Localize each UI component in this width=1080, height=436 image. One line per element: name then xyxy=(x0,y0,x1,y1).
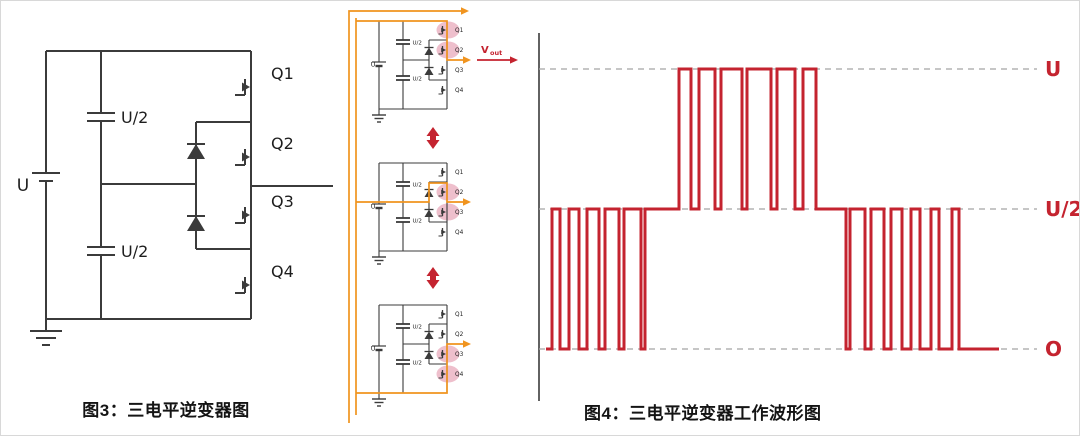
figure3-caption: 图3：三电平逆变器图 xyxy=(82,401,250,420)
svg-text:Q2: Q2 xyxy=(455,332,464,338)
figure4-switching-states-panel: Q1Q2Q3Q4UU/2U/2Q1Q2Q3Q4UU/2U/2Q1Q2Q3Q4UU… xyxy=(348,7,518,423)
state-transfer-arrow-2 xyxy=(426,267,440,289)
svg-text:U: U xyxy=(371,203,376,211)
svg-text:Q1: Q1 xyxy=(455,170,464,176)
mosfet-q2 xyxy=(234,138,252,176)
capacitor-2-label: U/2 xyxy=(121,242,148,261)
svg-text:Q4: Q4 xyxy=(455,88,464,94)
orange-arrowhead xyxy=(461,7,469,15)
svg-text:U/2: U/2 xyxy=(413,77,422,83)
orange-arrowhead xyxy=(463,56,471,64)
svg-text:U/2: U/2 xyxy=(413,183,422,189)
q4-label: Q4 xyxy=(271,262,294,281)
svg-text:Q1: Q1 xyxy=(455,28,464,34)
mosfet-q4 xyxy=(234,266,252,304)
svg-text:Q3: Q3 xyxy=(455,352,464,358)
svg-text:U/2: U/2 xyxy=(413,325,422,331)
orange-arrowhead xyxy=(463,340,471,348)
svg-text:U/2: U/2 xyxy=(413,219,422,225)
figure3-circuit-diagram: U U/2 U/2 Q1 Q2 Q3 Q4 xyxy=(17,50,333,346)
svg-text:Q3: Q3 xyxy=(455,210,464,216)
vout-label-sub: out xyxy=(490,49,502,57)
circuit-wires xyxy=(30,50,333,346)
clamp-diode-2 xyxy=(186,215,206,232)
svg-text:Q3: Q3 xyxy=(455,68,464,74)
svg-text:Q1: Q1 xyxy=(455,312,464,318)
q3-label: Q3 xyxy=(271,192,294,211)
svg-text:Q4: Q4 xyxy=(455,372,464,378)
pwm-waveform xyxy=(546,67,999,351)
svg-text:Q2: Q2 xyxy=(455,190,464,196)
source-voltage-label: U xyxy=(17,176,29,196)
clamp-diode-1 xyxy=(186,143,206,160)
level-label-U: U xyxy=(1045,57,1061,81)
svg-text:U: U xyxy=(371,61,376,69)
svg-text:U/2: U/2 xyxy=(413,41,422,47)
svg-text:Q4: Q4 xyxy=(455,230,464,236)
conduction-path-3 xyxy=(356,343,465,394)
orange-arrowhead xyxy=(463,198,471,206)
svg-text:U: U xyxy=(371,345,376,353)
mosfet-q1 xyxy=(234,68,252,106)
orange-bus xyxy=(348,10,463,423)
conduction-path-2 xyxy=(356,182,465,203)
figure4-caption: 图4：三电平逆变器工作波形图 xyxy=(584,404,822,423)
q1-label: Q1 xyxy=(271,64,294,83)
level-label-H: U/2 xyxy=(1045,197,1080,221)
conduction-path-1 xyxy=(356,20,465,61)
capacitor-1-label: U/2 xyxy=(121,108,148,127)
figure4-waveform-chart: U U/2O xyxy=(538,33,1080,401)
q2-label: Q2 xyxy=(271,134,294,153)
state-transfer-arrow-1 xyxy=(426,127,440,149)
vout-label: V xyxy=(481,45,489,56)
level-label-O: O xyxy=(1045,337,1062,361)
mosfet-q3 xyxy=(234,196,252,234)
svg-text:U/2: U/2 xyxy=(413,361,422,367)
svg-text:Q2: Q2 xyxy=(455,48,464,54)
